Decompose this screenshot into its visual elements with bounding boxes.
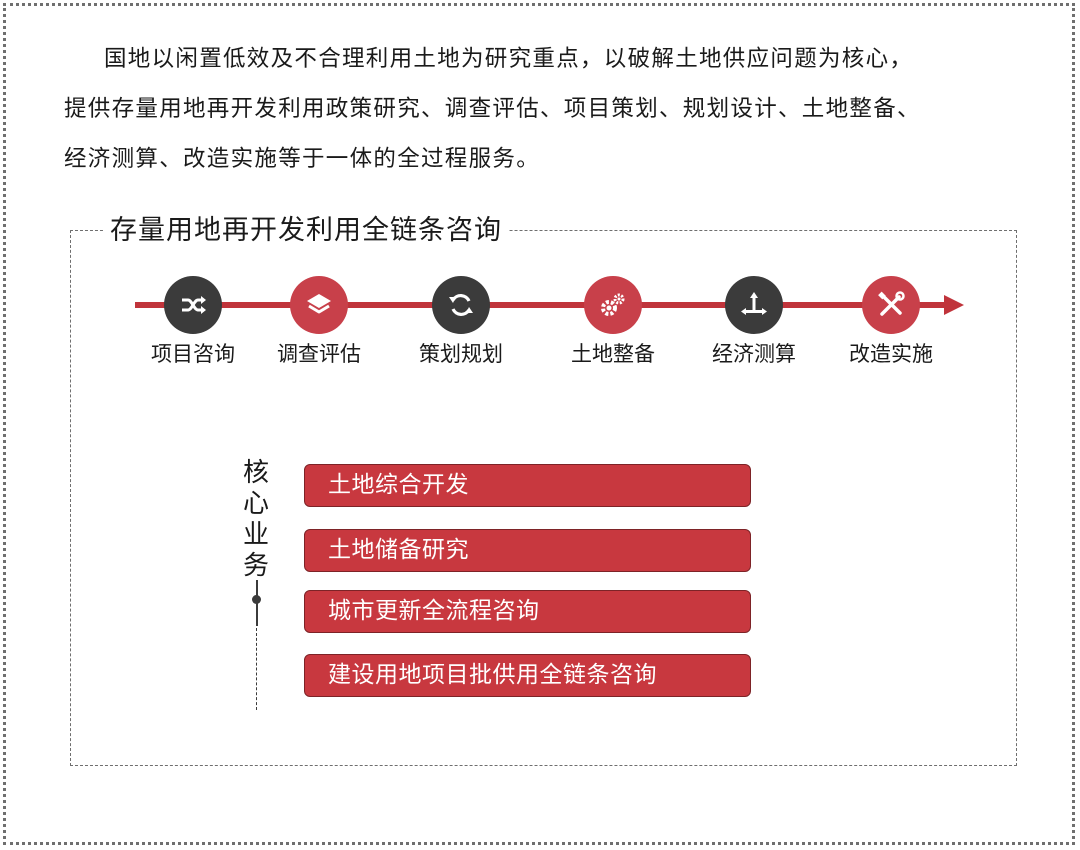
- core-title-char: 业: [242, 520, 269, 550]
- step-label: 调查评估: [277, 342, 361, 366]
- balance-icon: [741, 292, 767, 315]
- intro-line: 经济测算、改造实施等于一体的全过程服务。: [64, 146, 541, 172]
- intro-paragraph: 国地以闲置低效及不合理利用土地为研究重点，以破解土地供应问题为核心， 提供存量用…: [64, 34, 1034, 184]
- step-circle-project-consulting: [164, 276, 222, 334]
- step-label: 经济测算: [712, 342, 796, 366]
- core-title-char: 务: [242, 551, 269, 581]
- intro-line: 提供存量用地再开发利用政策研究、调查评估、项目策划、规划设计、土地整备、: [64, 96, 921, 122]
- core-connector-dot: [252, 595, 261, 604]
- core-business-item: 土地综合开发: [304, 464, 751, 507]
- step-label: 项目咨询: [151, 342, 235, 366]
- step-circle-economic-calculation: [725, 276, 783, 334]
- gears-icon: [601, 293, 625, 316]
- step-label: 改造实施: [849, 342, 933, 366]
- step-circle-survey-assessment: [290, 276, 348, 334]
- outer-frame: [3, 3, 1075, 845]
- core-business-item: 建设用地项目批供用全链条咨询: [304, 654, 751, 697]
- step-label: 土地整备: [571, 342, 655, 366]
- step-circle-renovation: [862, 276, 920, 334]
- chain-box: [70, 230, 1017, 766]
- layers-icon: [307, 294, 331, 314]
- step-circle-land-consolidation: [584, 276, 642, 334]
- flow-arrow-head: [944, 295, 964, 315]
- shuffle-icon: [182, 296, 206, 314]
- chain-title: 存量用地再开发利用全链条咨询: [104, 212, 508, 250]
- step-circle-planning: [432, 276, 490, 334]
- core-connector-dashed: [256, 628, 257, 710]
- refresh-icon: [449, 294, 473, 316]
- core-title-char: 核: [242, 458, 269, 488]
- intro-line: 国地以闲置低效及不合理利用土地为研究重点，以破解土地供应问题为核心，: [104, 46, 914, 72]
- step-label: 策划规划: [419, 342, 503, 366]
- flow-line: [135, 302, 950, 308]
- tools-icon: [878, 291, 905, 316]
- core-business-title: 核 心 业 务: [238, 458, 274, 582]
- core-business-item: 土地储备研究: [304, 529, 751, 572]
- core-title-char: 心: [242, 489, 269, 519]
- core-business-item: 城市更新全流程咨询: [304, 590, 751, 633]
